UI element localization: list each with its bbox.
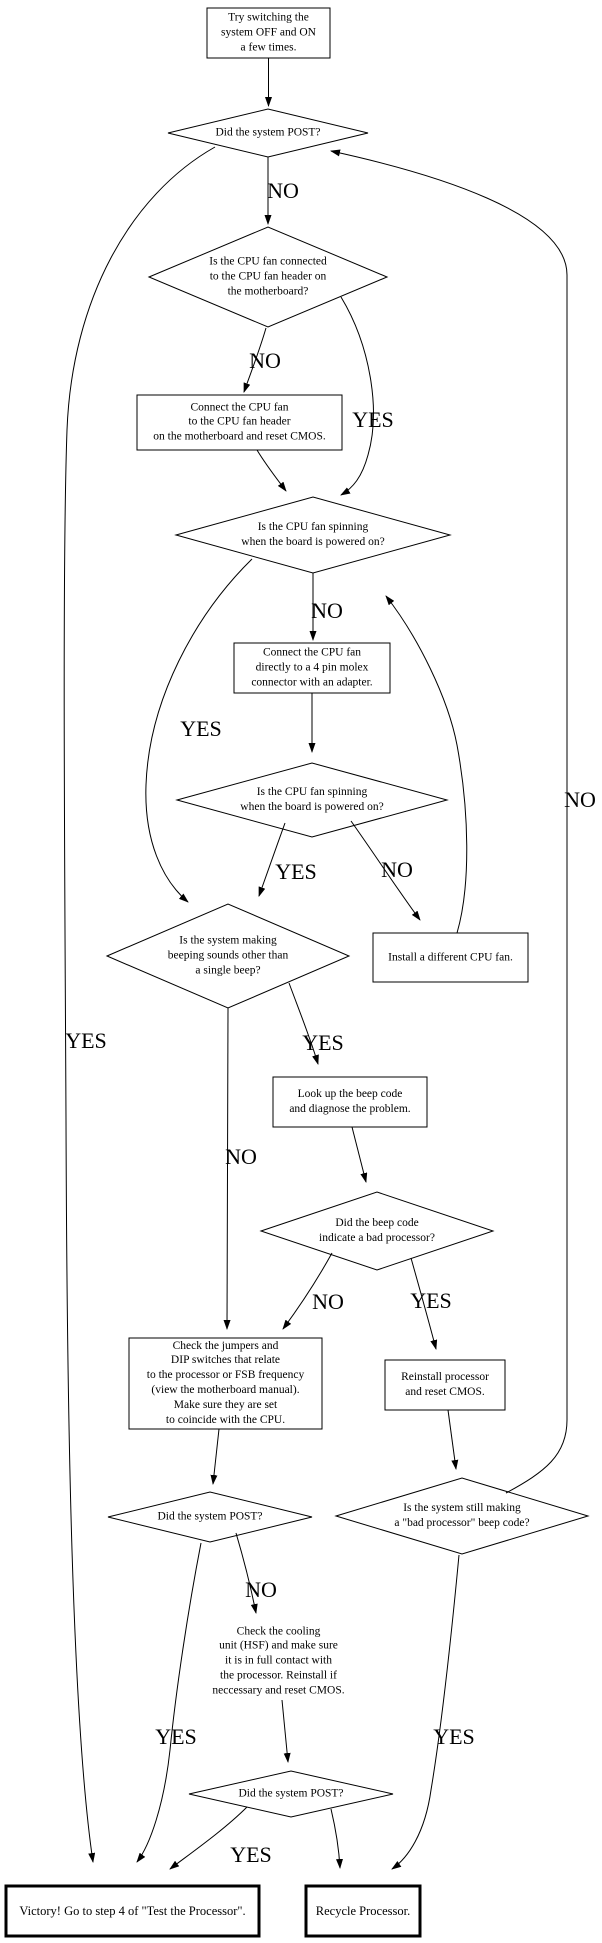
node-beepcode-diamond <box>259 1191 495 1271</box>
node-fan-connected-label: Is the CPU fan connected to the CPU fan … <box>209 255 327 298</box>
edge-label-post1-yes: YES <box>65 1028 107 1053</box>
node-post3-label: Did the system POST? <box>238 1787 344 1800</box>
node-jumpers-box <box>128 1337 323 1430</box>
edge-post2-yes <box>136 1542 202 1863</box>
edge-spinning2-yes <box>258 822 286 897</box>
node-lookup-label: Look up the beep code and diagnose the p… <box>289 1088 411 1115</box>
node-post1-diamond <box>167 108 369 158</box>
node-connect-header-box <box>136 394 343 451</box>
edge-still-making-no <box>330 149 568 1494</box>
edge-label-still-making-no: NO <box>564 787 596 812</box>
edge-beeping-yes <box>288 982 319 1065</box>
node-post2-diamond <box>107 1491 313 1543</box>
node-install-fan-label: Install a different CPU fan. <box>388 951 513 964</box>
node-victory-label: Victory! Go to step 4 of "Test the Proce… <box>19 1903 246 1918</box>
edge-label-spinning1-no: NO <box>311 598 343 623</box>
edge-install-fan-spinning1 <box>385 595 468 934</box>
node-post2-label: Did the system POST? <box>157 1510 263 1523</box>
node-spinning1-diamond <box>174 496 452 574</box>
edge-post3-recycle <box>330 1808 343 1869</box>
edge-beepcode-yes <box>410 1257 438 1350</box>
edge-label-beeping-no: NO <box>225 1144 257 1169</box>
node-victory-box <box>4 1884 261 1938</box>
edge-label-still-making-yes: YES <box>433 1724 475 1749</box>
node-still-making-label: Is the system still making a "bad proces… <box>394 1502 530 1529</box>
node-reinstall-label: Reinstall processor and reset CMOS. <box>401 1371 489 1398</box>
node-beeping-label: Is the system making beeping sounds othe… <box>167 934 289 977</box>
edge-label-fan-connected-yes: YES <box>352 407 394 432</box>
node-lookup-box <box>272 1076 428 1128</box>
node-spinning2-label: Is the CPU fan spinning when the board i… <box>240 786 384 813</box>
edge-label-beepcode-yes: YES <box>410 1288 452 1313</box>
edge-label-beeping-yes: YES <box>302 1030 344 1055</box>
node-post1-label: Did the system POST? <box>215 126 321 139</box>
edge-reinstall-still-making <box>447 1409 459 1470</box>
edge-beepcode-no <box>282 1252 333 1330</box>
node-install-fan-box <box>372 932 529 983</box>
node-start-label: Try switching the system OFF and ON a fe… <box>221 11 316 54</box>
edge-fan-connected-no <box>243 327 267 393</box>
node-fan-connected-diamond <box>147 226 389 328</box>
edge-label-spinning1-yes: YES <box>180 716 222 741</box>
edge-beeping-no <box>223 1007 231 1330</box>
node-recycle-label: Recycle Processor. <box>315 1903 411 1918</box>
edge-label-spinning2-yes: YES <box>275 859 317 884</box>
edge-label-post1-no: NO <box>267 178 299 203</box>
edge-post2-no <box>235 1532 258 1614</box>
node-still-making-diamond <box>334 1477 590 1555</box>
edge-label-spinning2-no: NO <box>381 857 413 882</box>
node-jumpers-label: Check the jumpers and DIP switches that … <box>146 1339 305 1427</box>
edge-post3-yes <box>169 1806 248 1870</box>
edge-still-making-yes <box>391 1554 460 1870</box>
edge-spinning1-yes <box>145 558 253 903</box>
node-beepcode-label: Did the beep code indicate a bad process… <box>319 1217 435 1244</box>
node-recycle-box <box>304 1884 422 1938</box>
edge-label-post2-yes: YES <box>155 1724 197 1749</box>
edge-lookup-beepcode <box>351 1126 368 1183</box>
edge-cooling-post3 <box>281 1699 291 1763</box>
edge-post1-yes <box>63 146 216 1863</box>
node-molex-label: Connect the CPU fan directly to a 4 pin … <box>251 646 373 689</box>
node-connect-header-label: Connect the CPU fan to the CPU fan heade… <box>153 401 326 443</box>
node-beeping-diamond <box>105 903 351 1009</box>
edge-jumpers-post2 <box>210 1428 220 1485</box>
edge-label-beepcode-no: NO <box>312 1289 344 1314</box>
node-spinning2-diamond <box>175 762 449 838</box>
edge-connect-header-spinning1 <box>256 449 287 492</box>
edge-label-post3-yes: YES <box>230 1842 272 1867</box>
edge-spinning2-no <box>350 820 421 921</box>
edge-label-post2-no: NO <box>245 1577 277 1602</box>
edge-label-fan-connected-no: NO <box>249 348 281 373</box>
node-cooling-label: Check the cooling unit (HSF) and make su… <box>212 1625 345 1697</box>
node-spinning1-label: Is the CPU fan spinning when the board i… <box>241 521 385 548</box>
edge-fan-connected-yes <box>340 296 374 496</box>
node-post3-diamond <box>188 1770 394 1818</box>
node-reinstall-box <box>384 1359 506 1411</box>
